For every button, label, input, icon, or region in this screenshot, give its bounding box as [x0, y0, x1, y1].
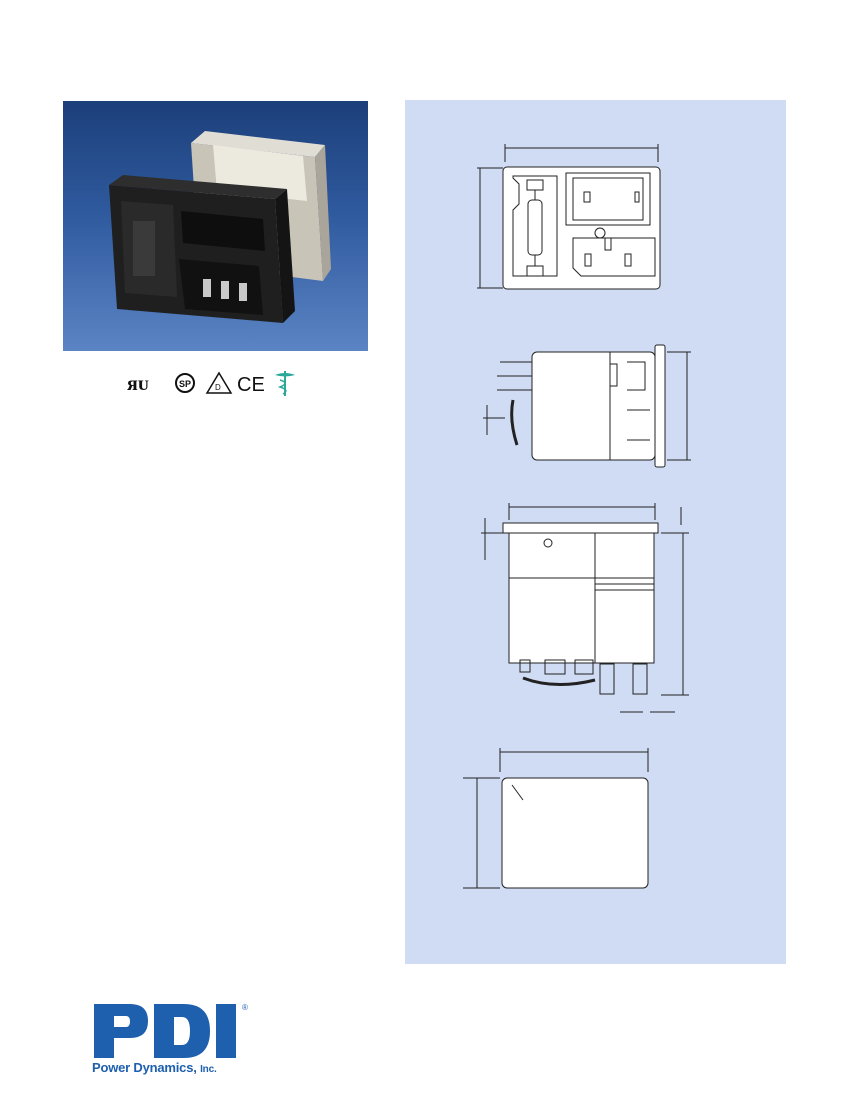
- tagline-suffix: Inc.: [200, 1064, 217, 1075]
- pdi-logo-mark: ®: [94, 1003, 248, 1058]
- pdi-logo: ® Power Dynamics, Inc.: [92, 1000, 262, 1080]
- top-view-drawing: [481, 503, 689, 713]
- pdi-tagline: Power Dynamics, Inc.: [92, 1060, 217, 1075]
- front-view-drawing: [477, 144, 661, 290]
- technical-drawings: [463, 144, 691, 889]
- svg-text:D: D: [215, 383, 221, 392]
- medical-caduceus-icon: [275, 371, 295, 396]
- product-photo: [63, 101, 368, 351]
- ce-mark-icon: CE: [237, 374, 265, 396]
- semko-triangle-icon: D: [205, 371, 233, 394]
- tagline-text: Power Dynamics,: [92, 1060, 197, 1075]
- dimension-drawing-panel: [405, 100, 786, 964]
- side-view-drawing: [483, 344, 691, 468]
- panel-cutout-drawing: [463, 748, 649, 889]
- svg-text:ᴙᴜ: ᴙᴜ: [127, 373, 149, 395]
- svg-text:®: ®: [242, 1003, 248, 1012]
- svg-text:SP: SP: [179, 379, 191, 389]
- ul-recognized-icon: ᴙᴜ: [127, 373, 149, 395]
- certification-marks: ᴙᴜ SP D CE: [125, 368, 305, 398]
- csa-icon: SP: [175, 373, 195, 393]
- power-entry-module-illustration: [109, 131, 331, 323]
- svg-text:CE: CE: [237, 374, 265, 396]
